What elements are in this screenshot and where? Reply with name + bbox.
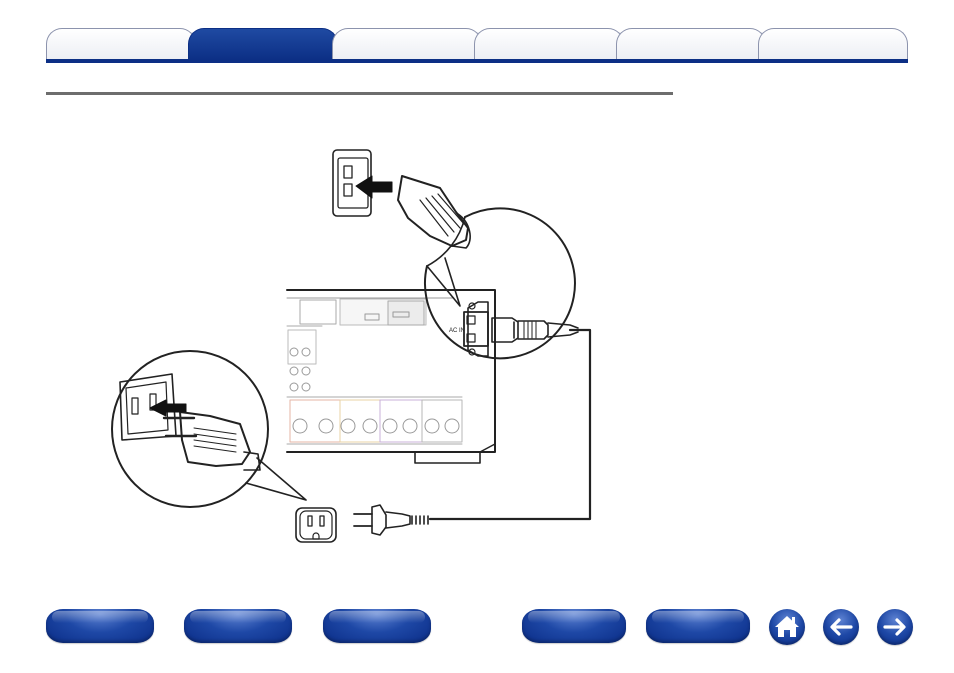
receiver-rear-panel <box>286 289 496 464</box>
top-tab-bar <box>0 0 954 64</box>
zoom-callout-inlet <box>332 149 576 360</box>
power-cord-connection-illustration: AC IN <box>111 149 592 543</box>
back-button[interactable] <box>823 609 859 645</box>
home-icon <box>775 616 799 637</box>
ac-inlet: AC IN <box>449 301 489 357</box>
button-highlight <box>190 611 286 623</box>
zoom-callout-outlet <box>111 350 307 508</box>
power-cord <box>428 328 592 521</box>
tab-4[interactable] <box>474 28 624 60</box>
button-highlight <box>52 611 148 623</box>
wall-outlet <box>295 507 337 543</box>
arrow-right-icon <box>883 618 906 636</box>
tab-3[interactable] <box>332 28 482 60</box>
button-highlight <box>652 611 744 623</box>
nav-button-5[interactable] <box>646 609 750 643</box>
ac-in-label: AC IN <box>449 328 465 334</box>
tab-baseline <box>46 59 908 63</box>
tab-5[interactable] <box>616 28 766 60</box>
home-button[interactable] <box>769 609 805 645</box>
forward-button[interactable] <box>877 609 913 645</box>
tab-2-active[interactable] <box>188 28 338 60</box>
insert-arrow-top <box>355 175 393 199</box>
tab-6[interactable] <box>758 28 908 60</box>
nav-button-2[interactable] <box>184 609 292 643</box>
ac-plug <box>353 504 429 536</box>
nav-button-3[interactable] <box>323 609 431 643</box>
button-highlight <box>528 611 620 623</box>
button-highlight <box>329 611 425 623</box>
iec-connector <box>491 317 579 343</box>
insert-arrow-left <box>149 399 187 417</box>
nav-button-4[interactable] <box>522 609 626 643</box>
tab-1[interactable] <box>46 28 196 60</box>
section-divider <box>46 92 673 95</box>
arrow-left-icon <box>830 618 853 636</box>
nav-button-1[interactable] <box>46 609 154 643</box>
